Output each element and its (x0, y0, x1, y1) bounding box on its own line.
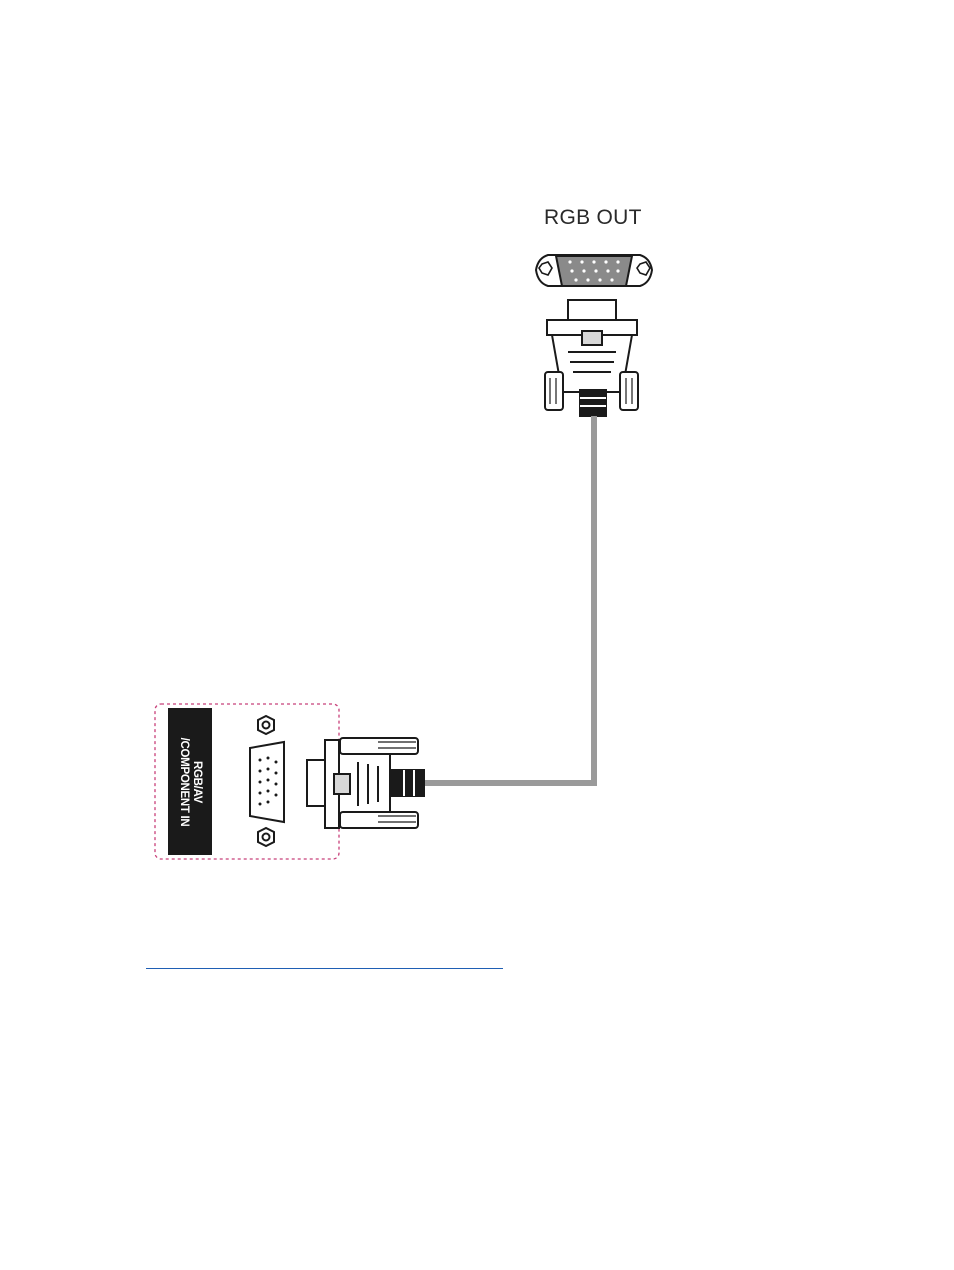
rgb-cable (424, 416, 594, 783)
input-port-label-line1: RGB/AV (190, 708, 203, 855)
rgb-out-label: RGB OUT (544, 206, 642, 230)
rgb-out-port-icon (536, 255, 652, 286)
input-port-label-box: RGB/AV /COMPONENT IN (168, 708, 212, 855)
rgb-av-component-in-port-icon (250, 742, 284, 822)
screw-post-icon (258, 828, 274, 846)
bottom-vga-plug-icon (307, 738, 424, 828)
top-vga-plug-icon (545, 300, 638, 416)
link-underline[interactable] (146, 968, 503, 969)
input-port-label: RGB/AV /COMPONENT IN (177, 708, 203, 855)
screw-post-icon (258, 716, 274, 734)
input-port-label-line2: /COMPONENT IN (177, 708, 190, 855)
